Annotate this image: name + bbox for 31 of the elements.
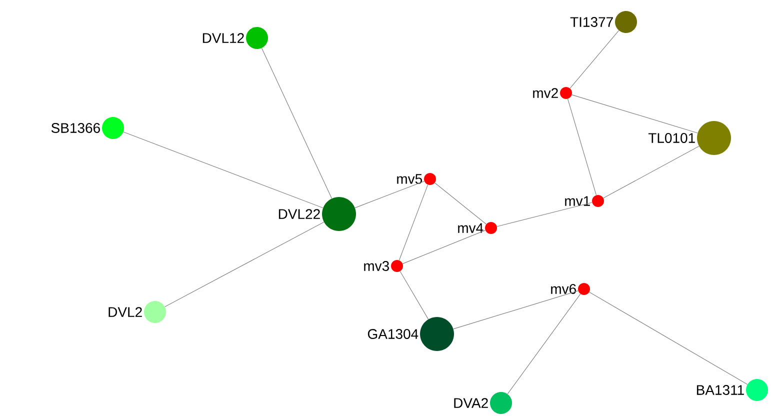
node-label: mv1 [565, 196, 590, 206]
connector-line [434, 182, 486, 224]
connector-line [400, 271, 429, 320]
node-label: mv2 [533, 88, 558, 98]
connector-line [570, 30, 620, 89]
node-label: SB1366 [51, 123, 100, 133]
connector-line [398, 184, 428, 260]
connector-line [123, 132, 324, 208]
node-label: mv5 [397, 174, 422, 184]
connector-line [261, 48, 332, 199]
node-label: DVA2 [454, 398, 488, 408]
node-label: GA1304 [368, 329, 418, 339]
node-label: DVL22 [278, 209, 320, 219]
connector-line [402, 230, 486, 264]
connector-line [496, 202, 592, 227]
node-label: BA1311 [696, 385, 744, 395]
node-label: DVL12 [202, 33, 244, 43]
node-label: TL0101 [648, 133, 695, 143]
connector-line [507, 294, 581, 394]
connector-line [164, 222, 324, 308]
node-label: mv4 [458, 223, 484, 233]
node-label: DVL2 [108, 307, 142, 317]
connector-line [572, 94, 698, 134]
connector-line [589, 292, 748, 385]
node-label: mv6 [551, 284, 576, 294]
node-label: TI1377 [570, 17, 613, 27]
connector-line [603, 146, 700, 198]
connector-line [453, 290, 578, 330]
node-label: mv3 [364, 261, 389, 271]
connector-line [567, 98, 597, 196]
connector-line [354, 180, 425, 208]
